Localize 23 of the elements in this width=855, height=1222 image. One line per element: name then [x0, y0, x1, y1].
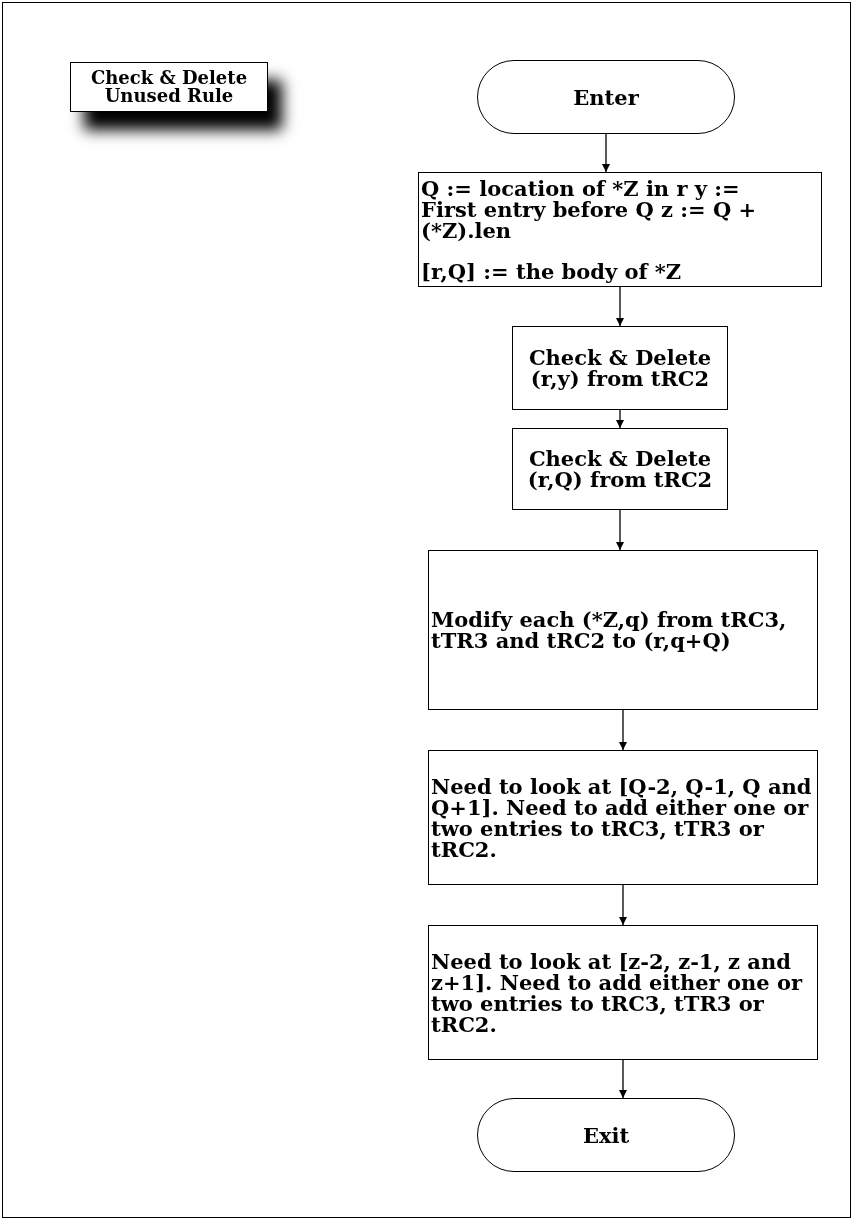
node-text: Check & Delete (r,Q) from tRC2 [526, 448, 714, 490]
process-box [428, 550, 818, 710]
arrow [619, 709, 627, 751]
arrow [619, 884, 627, 926]
process-box [418, 172, 822, 287]
process-box [428, 750, 818, 885]
node-text: Exit [582, 1124, 630, 1146]
node-text: Check & Delete (r,y) from tRC2 [527, 347, 713, 389]
title-box: Check & Delete Unused Rule [70, 62, 268, 112]
node-text: Q := location of *Z in r y := First entry before Q z := Q + (*Z).len [421, 177, 758, 241]
process-box [512, 326, 728, 410]
node-text: [r,Q] := the body of *Z [421, 260, 683, 282]
arrow [616, 409, 624, 429]
arrow [619, 1059, 627, 1099]
node-text: Need to look at [Q-2, Q-1, Q and Q+1]. Need to add either one or two entries to tRC3, tTR3 or tRC2. [431, 775, 813, 860]
process-box [512, 428, 728, 510]
arrow [616, 509, 624, 551]
process-box [428, 925, 818, 1060]
node-text: Need to look at [z-2, z-1, z and z+1]. Need to add either one or two entries to tRC3, tTR3 or tRC2. [431, 950, 804, 1035]
node-text: Enter [573, 86, 639, 108]
node-text: Modify each (*Z,q) from tRC3, tTR3 and tRC2 to (r,q+Q) [431, 609, 788, 651]
arrow [602, 133, 610, 173]
arrow [616, 286, 624, 327]
